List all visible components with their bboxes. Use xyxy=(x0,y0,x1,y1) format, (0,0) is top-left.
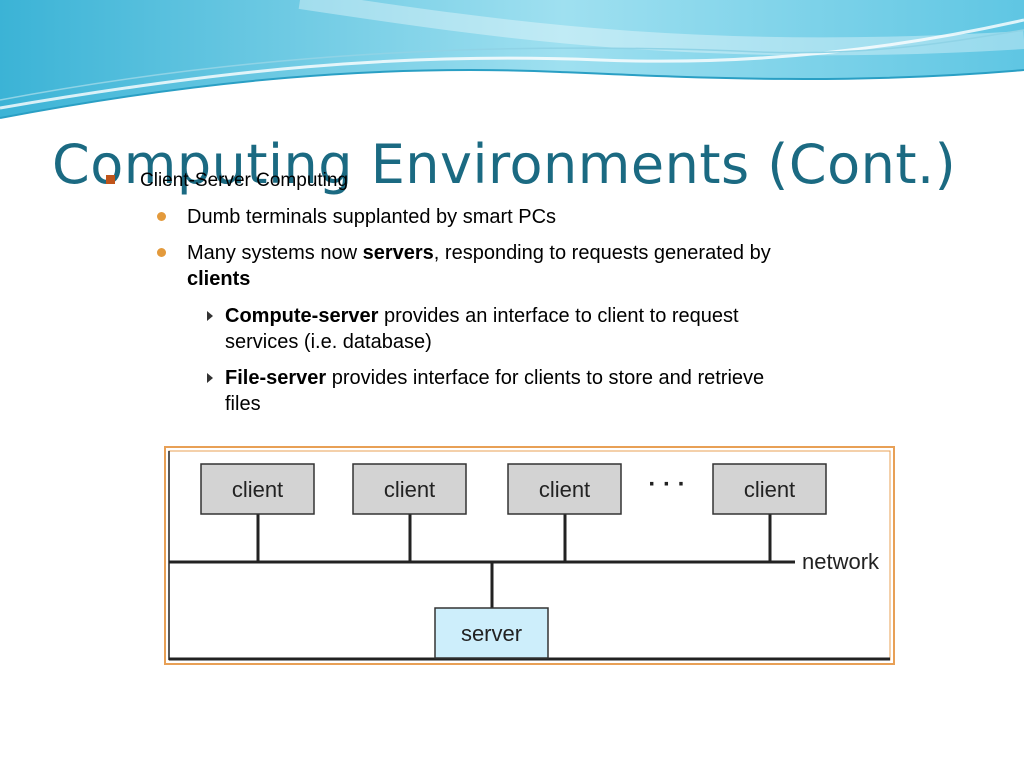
bullet-text-part: , responding to requests generated by xyxy=(433,242,771,264)
bullet-text-part: files xyxy=(225,393,261,415)
triangle-bullet-icon xyxy=(207,311,213,321)
client-box xyxy=(712,463,827,515)
circle-bullet-icon xyxy=(157,248,166,257)
triangle-bullet-icon xyxy=(207,373,213,383)
bullet-many-systems-servers: Many systems now servers, responding to … xyxy=(157,240,771,292)
circle-bullet-icon xyxy=(157,212,166,221)
server-label: server xyxy=(461,621,522,646)
network-label: network xyxy=(802,549,880,574)
bullet-text-bold: Compute-server xyxy=(225,305,379,327)
client-label: client xyxy=(744,477,795,502)
bullet-text: Client-Server Computing xyxy=(140,170,349,191)
bullet-dumb-terminals: Dumb terminals supplanted by smart PCs xyxy=(157,204,557,230)
bullet-text-part: provides an interface to client to reque… xyxy=(378,305,739,327)
slide-title: Computing Environments (Cont.) xyxy=(52,133,957,196)
bullet-text-bold: clients xyxy=(187,268,251,290)
bullet-text-part: services (i.e. database) xyxy=(225,331,432,353)
square-bullet-icon xyxy=(106,175,115,184)
client-box xyxy=(200,463,315,515)
bullet-text-bold: File-server xyxy=(225,367,327,389)
header-wave-decoration xyxy=(0,0,1024,119)
bullet-client-server: Client-Server Computing xyxy=(106,168,349,194)
bullet-compute-server: Compute-server provides an interface to … xyxy=(207,303,739,355)
server-box xyxy=(434,607,549,659)
bullet-text-part: Many systems now xyxy=(187,242,363,264)
bullet-text-bold: servers xyxy=(362,242,434,264)
client-box xyxy=(352,463,467,515)
bullet-text-part: provides interface for clients to store … xyxy=(326,367,765,389)
client-box xyxy=(507,463,622,515)
client-label: client xyxy=(384,477,435,502)
client-label: client xyxy=(539,477,590,502)
client-label: client xyxy=(232,477,283,502)
bullet-text: Dumb terminals supplanted by smart PCs xyxy=(187,206,557,228)
bullet-file-server: File-server provides interface for clien… xyxy=(207,365,765,417)
more-clients-ellipsis: · · · xyxy=(648,471,685,498)
